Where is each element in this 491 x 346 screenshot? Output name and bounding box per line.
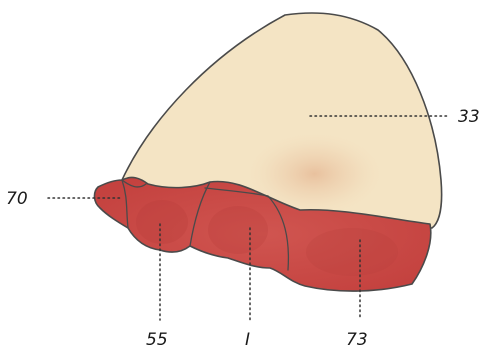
label-33: 33 bbox=[458, 107, 480, 127]
label-73: 73 bbox=[346, 330, 368, 346]
segment-shade-73 bbox=[306, 228, 398, 276]
label-70: 70 bbox=[6, 189, 28, 209]
segment-shade-I bbox=[208, 206, 268, 254]
label-I: I bbox=[245, 330, 250, 346]
label-55: 55 bbox=[146, 330, 168, 346]
segment-shade-55 bbox=[136, 200, 188, 244]
